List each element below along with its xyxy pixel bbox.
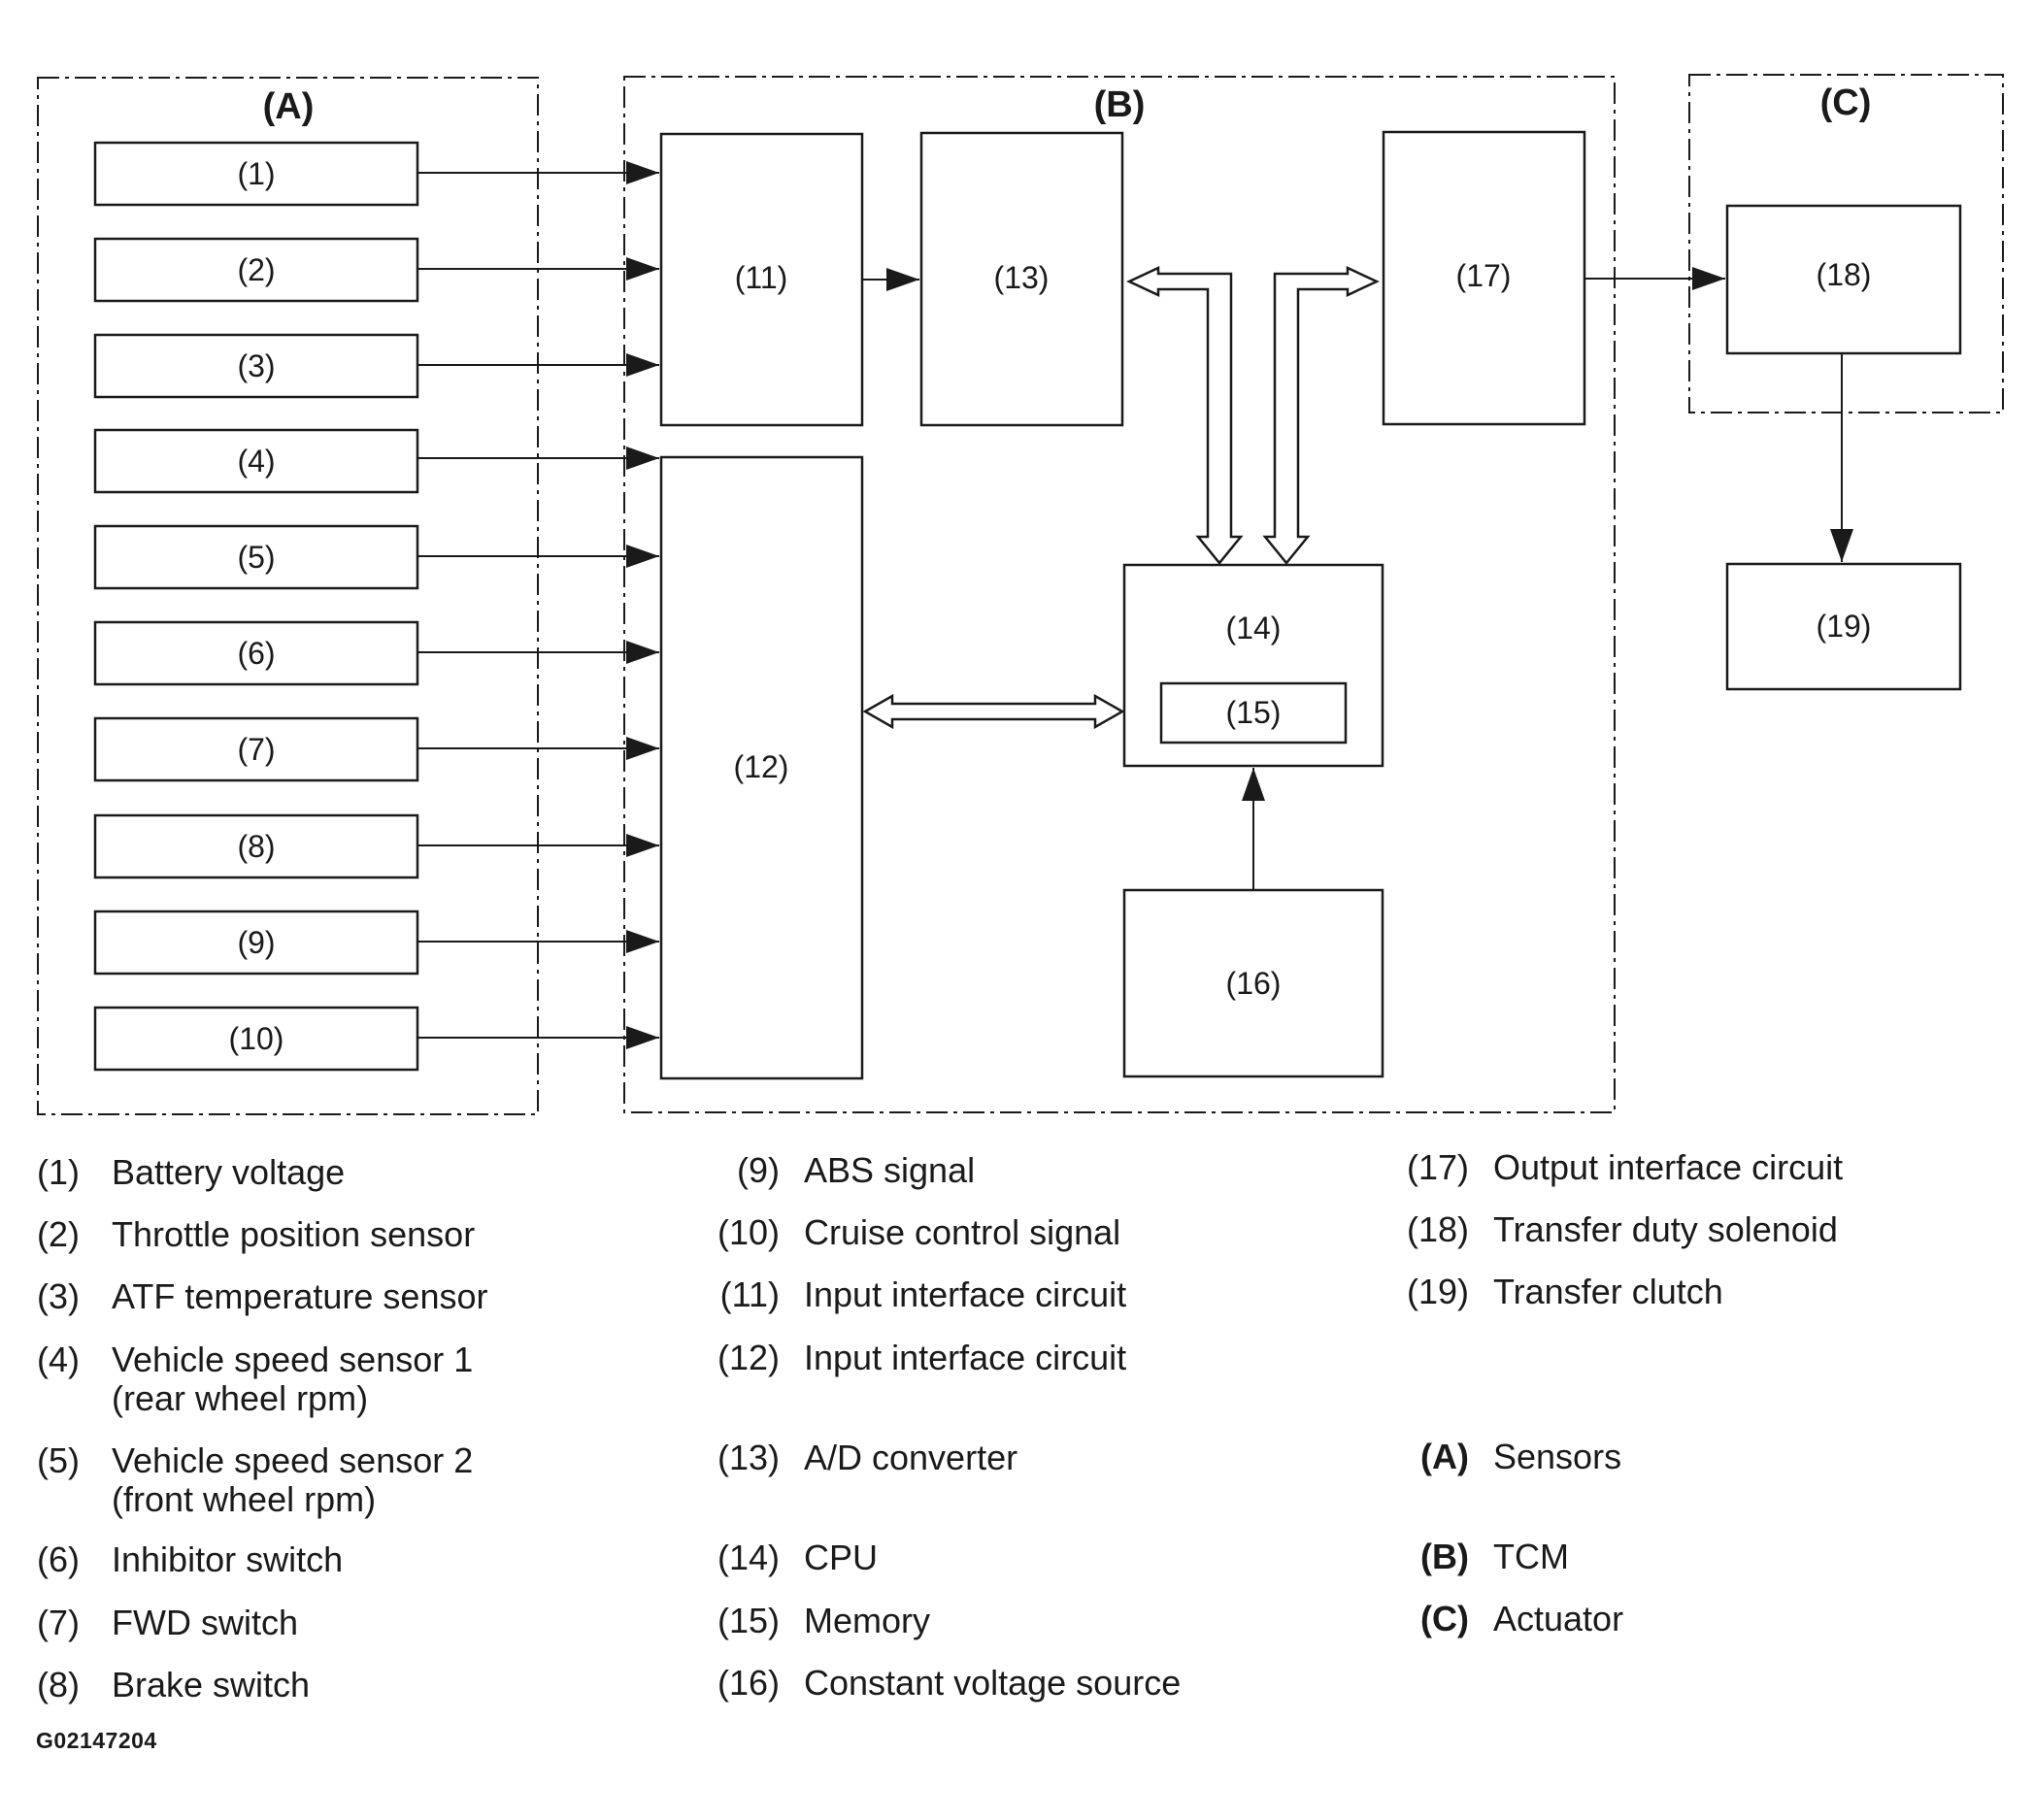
legend-text: CPU xyxy=(804,1538,879,1577)
box-13-ad-converter xyxy=(919,131,1124,427)
box-16-label: (16) xyxy=(1226,966,1282,1001)
sensor-box-5-label: (5) xyxy=(237,540,275,575)
box-11-input-interface xyxy=(659,132,864,427)
legend-text: Inhibitor switch xyxy=(112,1539,344,1579)
legend-num: (A) xyxy=(1420,1437,1469,1476)
box-18-transfer-duty-solenoid xyxy=(1725,204,1962,355)
legend-num: (15) xyxy=(717,1601,780,1640)
legend-text: Brake switch xyxy=(112,1665,311,1704)
box-12-input-interface xyxy=(659,455,864,1080)
sensor-box-10-label: (10) xyxy=(229,1021,284,1056)
legend-text: Battery voltage xyxy=(112,1152,346,1192)
sensor-box-4-label: (4) xyxy=(237,444,275,479)
box-15-label: (15) xyxy=(1226,695,1282,730)
box-13-label: (13) xyxy=(994,260,1050,295)
legend-num: (11) xyxy=(719,1274,780,1314)
legend-num: (14) xyxy=(717,1538,780,1577)
sensor-box-2 xyxy=(93,237,419,303)
box-16-constant-voltage xyxy=(1122,888,1384,1078)
box-15-memory xyxy=(1159,681,1348,745)
group-a-title: (A) xyxy=(263,86,315,127)
legend-num: (9) xyxy=(737,1150,780,1190)
legend-text: ABS signal xyxy=(804,1150,976,1190)
bus-arrow-13-to-14 xyxy=(1126,266,1244,565)
group-c-boundary xyxy=(1688,74,2004,414)
sensor-box-9-label: (9) xyxy=(237,925,275,960)
box-12-label: (12) xyxy=(734,749,789,784)
sensor-box-1-label: (1) xyxy=(237,156,275,191)
legend-num: (5) xyxy=(37,1440,80,1480)
group-a-boundary xyxy=(37,77,539,1115)
sensor-box-8-label: (8) xyxy=(237,829,275,864)
legend-num: (2) xyxy=(37,1214,80,1254)
legend-text: Sensors xyxy=(1493,1437,1622,1476)
legend-text: Memory xyxy=(804,1601,931,1640)
box-17-label: (17) xyxy=(1456,258,1512,293)
legend-text: Cruise control signal xyxy=(804,1212,1121,1252)
legend-text-line-2: (front wheel rpm) xyxy=(112,1479,377,1519)
legend-text: Transfer duty solenoid xyxy=(1493,1209,1838,1249)
legend-num: (19) xyxy=(1406,1272,1469,1311)
sensor-box-4 xyxy=(93,428,419,494)
sensor-box-7-label: (7) xyxy=(237,732,275,767)
legend-num: (17) xyxy=(1406,1147,1469,1187)
box-11-label: (11) xyxy=(735,260,788,295)
box-14-label: (14) xyxy=(1226,611,1282,645)
sensor-box-2-label: (2) xyxy=(237,252,275,287)
legend-text: Throttle position sensor xyxy=(112,1214,476,1254)
sensor-box-3 xyxy=(93,333,419,399)
sensor-box-7 xyxy=(93,716,419,782)
figure-id: G02147204 xyxy=(36,1728,157,1753)
legend-text: Vehicle speed sensor 1 xyxy=(112,1340,474,1379)
sensor-box-6-label: (6) xyxy=(237,636,275,671)
group-b-title: (B) xyxy=(1094,84,1146,125)
legend-text-line-2: (rear wheel rpm) xyxy=(112,1378,369,1418)
legend-text: A/D converter xyxy=(804,1438,1018,1477)
group-c-title: (C) xyxy=(1820,83,1872,123)
legend-num: (4) xyxy=(37,1340,80,1379)
sensor-box-5 xyxy=(93,524,419,590)
legend-num: (3) xyxy=(37,1276,80,1316)
legend-num: (7) xyxy=(37,1603,80,1642)
legend-text: Transfer clutch xyxy=(1493,1272,1723,1311)
legend-text: Input interface circuit xyxy=(804,1338,1127,1377)
legend-num: (12) xyxy=(717,1338,780,1377)
legend-text: Input interface circuit xyxy=(804,1274,1127,1314)
legend-num: (C) xyxy=(1420,1599,1469,1638)
legend-num: (10) xyxy=(717,1212,780,1252)
legend-num: (18) xyxy=(1406,1209,1469,1249)
bus-arrow-17-to-14 xyxy=(1262,266,1380,565)
box-18-label: (18) xyxy=(1817,257,1872,292)
bus-arrow-12-to-14 xyxy=(862,693,1125,730)
legend-text: ATF temperature sensor xyxy=(112,1276,488,1316)
sensor-box-1 xyxy=(93,141,419,207)
legend-num: (B) xyxy=(1420,1537,1469,1576)
sensor-box-3-label: (3) xyxy=(237,348,275,383)
legend-num: (8) xyxy=(37,1665,80,1704)
sensor-box-6 xyxy=(93,620,419,686)
legend-num: (16) xyxy=(717,1663,780,1703)
sensor-box-9 xyxy=(93,910,419,976)
legend-num: (13) xyxy=(717,1438,780,1477)
legend-text: Actuator xyxy=(1493,1599,1624,1638)
group-b-boundary xyxy=(623,76,1616,1113)
sensor-box-10 xyxy=(93,1006,419,1072)
box-19-transfer-clutch xyxy=(1725,562,1962,691)
box-17-output-interface xyxy=(1382,130,1586,426)
legend-num: (6) xyxy=(37,1539,80,1579)
legend-text: FWD switch xyxy=(112,1603,298,1642)
legend-num: (1) xyxy=(37,1152,80,1192)
legend-text: Constant voltage source xyxy=(804,1663,1182,1703)
legend-text: Vehicle speed sensor 2 xyxy=(112,1440,474,1480)
legend-text: TCM xyxy=(1493,1537,1569,1576)
box-19-label: (19) xyxy=(1817,609,1872,644)
legend-text: Output interface circuit xyxy=(1493,1147,1844,1187)
